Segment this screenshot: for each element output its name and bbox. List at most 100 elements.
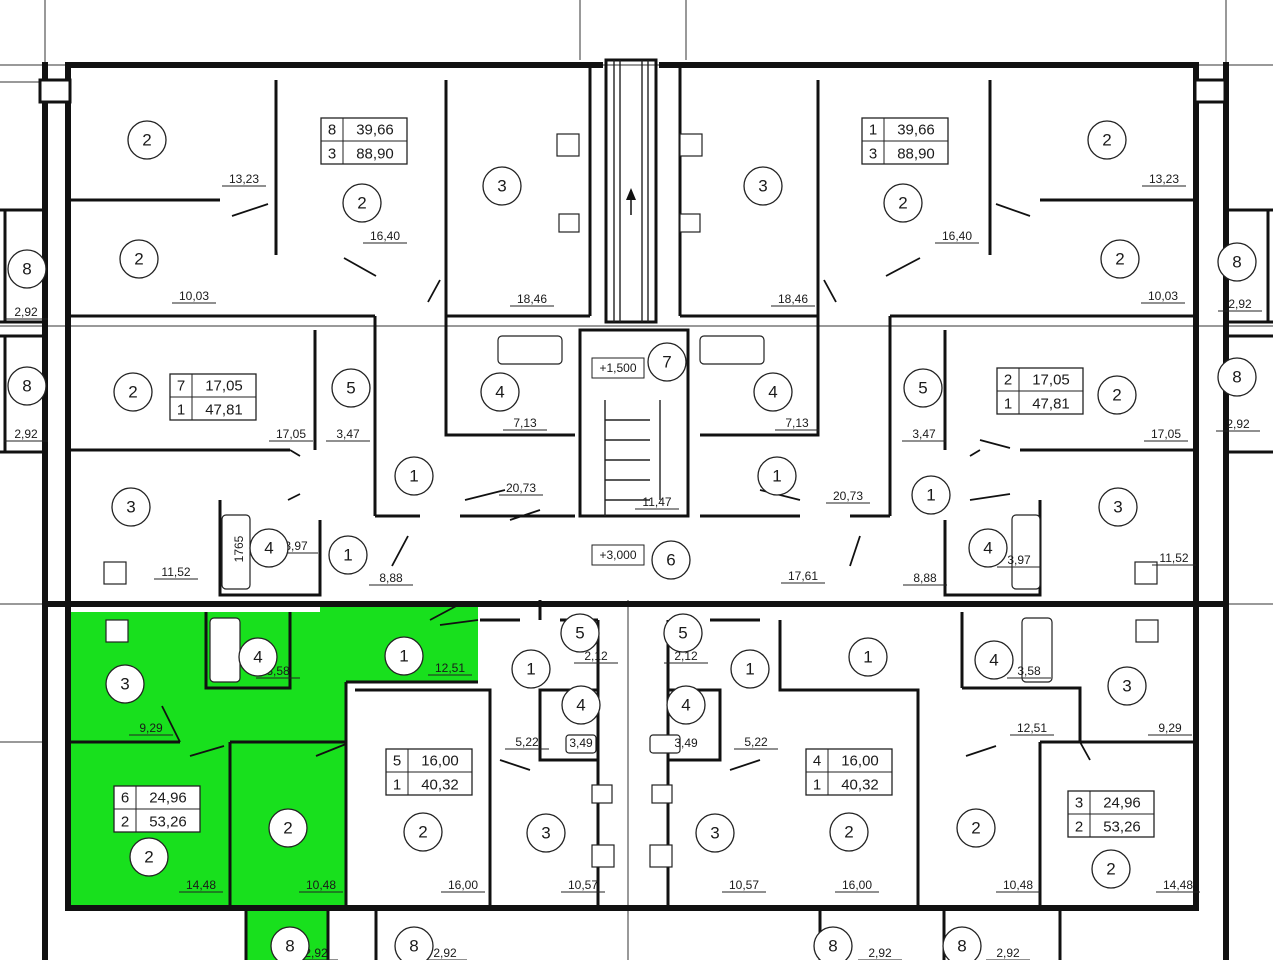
room-label-r-bath-a: 4: [753, 372, 793, 412]
svg-text:17,05: 17,05: [1151, 427, 1181, 441]
room-label-l-bed-mid: 2: [342, 183, 382, 223]
room-label-r-kit-b: 3: [1098, 487, 1138, 527]
room-label-r-bed-mid: 2: [883, 183, 923, 223]
svg-text:14,48: 14,48: [1163, 878, 1193, 892]
room-area: 17,61: [781, 569, 825, 584]
svg-text:3,47: 3,47: [912, 427, 936, 441]
svg-text:2,92: 2,92: [996, 946, 1020, 960]
svg-text:1: 1: [409, 467, 418, 486]
dimension-label: 1765: [232, 535, 246, 562]
room-area: 18,46: [510, 292, 554, 307]
apartment-value: 88,90: [356, 146, 394, 163]
svg-text:1: 1: [926, 486, 935, 505]
room-area: 20,73: [826, 489, 870, 504]
svg-text:4: 4: [253, 648, 262, 667]
svg-text:2,92: 2,92: [868, 946, 892, 960]
room-label-br-bed-2: 2: [956, 808, 996, 848]
svg-text:16,40: 16,40: [942, 229, 972, 243]
room-area: 3,97: [997, 553, 1041, 568]
apartment-value: 1: [393, 777, 401, 794]
svg-text:11,47: 11,47: [642, 495, 671, 509]
room-area: 10,48: [299, 878, 343, 893]
svg-text:2,92: 2,92: [1228, 297, 1252, 311]
room-area: 10,57: [561, 878, 605, 893]
apartment-value: 24,96: [149, 790, 187, 807]
room-area: 2,12: [574, 649, 618, 664]
svg-text:2: 2: [357, 194, 366, 213]
fixtures: [103, 133, 1159, 868]
room-label-l-balc-2: 8: [7, 366, 47, 406]
svg-text:2: 2: [971, 819, 980, 838]
svg-text:12,51: 12,51: [1017, 721, 1047, 735]
room-label-s-kit-r: 3: [695, 813, 735, 853]
svg-text:2,92: 2,92: [304, 946, 328, 960]
apartment-value: 3: [328, 146, 336, 163]
svg-text:10,03: 10,03: [179, 289, 209, 303]
room-label-s-bed-r: 2: [829, 812, 869, 852]
room-label-r-hall-a: 1: [757, 456, 797, 496]
svg-text:4: 4: [681, 696, 690, 715]
outer-walls: [38, 62, 1229, 960]
apartment-value: 24,96: [1103, 795, 1141, 812]
room-label-r-balc-2: 8: [1217, 357, 1257, 397]
room-label-r-liv-top: 2: [1087, 120, 1127, 160]
svg-text:4: 4: [983, 539, 992, 558]
apartment-value: 39,66: [356, 122, 394, 139]
room-area: 8,88: [903, 571, 947, 586]
room-area: 2,92: [986, 946, 1030, 960]
room-label-l-stor-b: 5: [331, 368, 371, 408]
svg-text:5: 5: [346, 379, 355, 398]
room-area: 16,00: [441, 878, 485, 893]
svg-text:11,52: 11,52: [1159, 551, 1188, 565]
room-label-s-kit-l: 3: [526, 813, 566, 853]
room-label-l-bed-2: 2: [119, 239, 159, 279]
svg-text:3,97: 3,97: [1007, 553, 1031, 567]
svg-text:3: 3: [126, 498, 135, 517]
room-label-l-bath-b: 4: [249, 528, 289, 568]
room-label-s-stor-l: 5: [560, 613, 600, 653]
room-area: 14,48: [1156, 878, 1200, 893]
level-marks: +1,500 +3,000: [591, 357, 645, 566]
svg-text:2: 2: [898, 194, 907, 213]
svg-text:9,29: 9,29: [1158, 721, 1182, 735]
room-label-br-hall: 1: [848, 637, 888, 677]
svg-text:4: 4: [264, 539, 273, 558]
svg-text:8: 8: [957, 937, 966, 956]
apartment-value: 2: [1004, 372, 1012, 389]
room-label-c-stair: 7: [647, 342, 687, 382]
room-area: 7,13: [775, 416, 819, 431]
svg-text:2: 2: [1115, 250, 1124, 269]
room-area: 10,57: [722, 878, 766, 893]
svg-text:20,73: 20,73: [833, 489, 863, 503]
room-label-r-liv-b: 2: [1097, 375, 1137, 415]
svg-text:3: 3: [758, 177, 767, 196]
svg-text:+3,000: +3,000: [599, 548, 636, 562]
room-label-s-stor-r: 5: [663, 613, 703, 653]
svg-text:2: 2: [128, 383, 137, 402]
room-label-b-balc-1: 8: [394, 926, 434, 960]
svg-text:2: 2: [1112, 386, 1121, 405]
svg-text:2,92: 2,92: [433, 946, 457, 960]
apartment-value: 53,26: [1103, 819, 1141, 836]
room-area: 17,05: [1144, 427, 1188, 442]
level-mark: +3,000: [591, 544, 645, 566]
room-area: 5,22: [734, 735, 778, 750]
room-area-labels: 13,23 16,40 18,46 10,03 2,92 17,05 3,47 2,92 7,1…: [4, 172, 1262, 960]
svg-text:2,92: 2,92: [14, 427, 38, 441]
apartment-value: 40,32: [421, 777, 459, 794]
room-area: 2,92: [858, 946, 902, 960]
svg-text:3: 3: [710, 824, 719, 843]
room-label-c-corr: 6: [651, 540, 691, 580]
svg-text:5: 5: [678, 624, 687, 643]
room-label-br-bed-1: 2: [1091, 849, 1131, 889]
room-area: 10,03: [172, 289, 216, 304]
svg-text:2,92: 2,92: [1226, 417, 1250, 431]
room-area: 2,92: [1216, 417, 1260, 432]
svg-text:5,22: 5,22: [515, 735, 539, 749]
svg-text:13,23: 13,23: [1149, 172, 1179, 186]
level-mark: +1,500: [591, 357, 645, 379]
